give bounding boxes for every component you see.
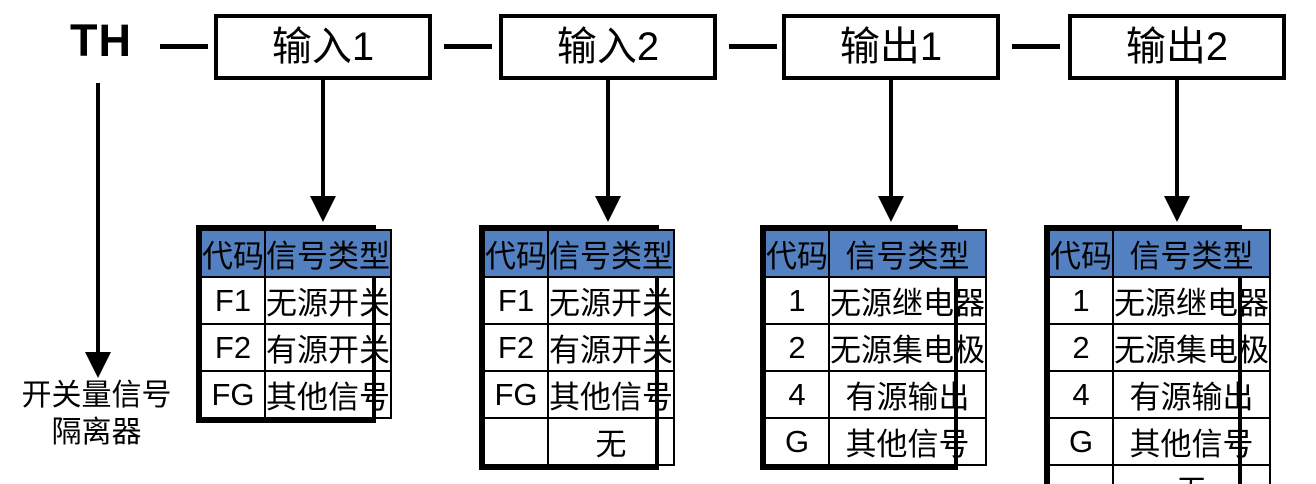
cell-type: 有源输出 [1112, 370, 1271, 419]
segment-box-output2: 输出2 [1068, 14, 1286, 80]
header-code: 代码 [1048, 229, 1114, 278]
cell-code: 4 [764, 370, 830, 419]
segment-label-input2: 输入2 [556, 25, 660, 69]
connector-arrow-prefix [85, 352, 111, 378]
table-header-row: 代码 信号类型 [1048, 229, 1271, 278]
cell-code [1048, 464, 1114, 484]
cell-type: 无源开关 [264, 276, 392, 325]
table-body-output2: 1无源继电器2无源集电极4有源输出G其他信号无 [1048, 276, 1271, 484]
connector-arrow-input2 [595, 196, 621, 222]
table-row: 无 [483, 417, 675, 466]
header-code: 代码 [764, 229, 830, 278]
connector-line-input1 [321, 80, 325, 202]
cell-code: FG [200, 370, 266, 419]
cell-code: F2 [483, 323, 549, 372]
header-code: 代码 [200, 229, 266, 278]
segment-box-input1: 输入1 [214, 14, 432, 80]
cell-code: FG [483, 370, 549, 419]
prefix-caption: 开关量信号 隔离器 [0, 378, 193, 451]
table-header-row: 代码 信号类型 [483, 229, 675, 278]
connector-arrow-output1 [878, 196, 904, 222]
cell-type: 无源继电器 [828, 276, 987, 325]
cell-code: G [1048, 417, 1114, 466]
cell-code: 1 [764, 276, 830, 325]
connector-arrow-input1 [310, 196, 336, 222]
segment-box-output1: 输出1 [782, 14, 1000, 80]
segment-label-input1: 输入1 [271, 25, 375, 69]
prefix-caption-line2: 隔离器 [51, 415, 142, 449]
table-output2: 代码 信号类型 1无源继电器2无源集电极4有源输出G其他信号无 [1048, 229, 1271, 484]
cell-code: F1 [200, 276, 266, 325]
separator-dash-2 [444, 44, 492, 49]
segment-box-input2: 输入2 [499, 14, 717, 80]
header-type: 信号类型 [828, 229, 987, 278]
cell-code: 4 [1048, 370, 1114, 419]
separator-dash-4 [1012, 44, 1060, 49]
header-type: 信号类型 [547, 229, 675, 278]
cell-code [483, 417, 549, 466]
separator-dash-1 [160, 44, 208, 49]
segment-label-output1: 输出1 [839, 25, 943, 69]
cell-code: 1 [1048, 276, 1114, 325]
connector-line-output2 [1175, 80, 1179, 202]
prefix-caption-line1: 开关量信号 [21, 379, 172, 412]
cell-code: F1 [483, 276, 549, 325]
cell-type: 其他信号 [1112, 417, 1271, 466]
cell-type: 其他信号 [264, 370, 392, 419]
connector-line-output1 [889, 80, 893, 202]
cell-type: 其他信号 [547, 370, 675, 419]
header-code: 代码 [483, 229, 549, 278]
table-header-row: 代码 信号类型 [764, 229, 987, 278]
cell-type: 有源开关 [264, 323, 392, 372]
cell-type: 无源继电器 [1112, 276, 1271, 325]
table-header-row: 代码 信号类型 [200, 229, 392, 278]
cell-type: 有源输出 [828, 370, 987, 419]
connector-arrow-output2 [1164, 196, 1190, 222]
header-type: 信号类型 [264, 229, 392, 278]
cell-code: 2 [764, 323, 830, 372]
cell-code: G [764, 417, 830, 466]
cell-type: 无源集电极 [1112, 323, 1271, 372]
cell-code: 2 [1048, 323, 1114, 372]
cell-type: 无 [1112, 464, 1271, 484]
connector-line-input2 [606, 80, 610, 202]
header-type: 信号类型 [1112, 229, 1271, 278]
cell-code: F2 [200, 323, 266, 372]
table-row: 无 [1048, 464, 1271, 484]
cell-type: 其他信号 [828, 417, 987, 466]
separator-dash-3 [729, 44, 777, 49]
cell-type: 无源开关 [547, 276, 675, 325]
code-table-output2: 代码 信号类型 1无源继电器2无源集电极4有源输出G其他信号无 [1044, 225, 1271, 484]
cell-type: 无 [547, 417, 675, 466]
cell-type: 无源集电极 [828, 323, 987, 372]
connector-line-prefix [96, 83, 100, 355]
cell-type: 有源开关 [547, 323, 675, 372]
model-prefix: TH [70, 15, 132, 66]
segment-label-output2: 输出2 [1125, 25, 1229, 69]
